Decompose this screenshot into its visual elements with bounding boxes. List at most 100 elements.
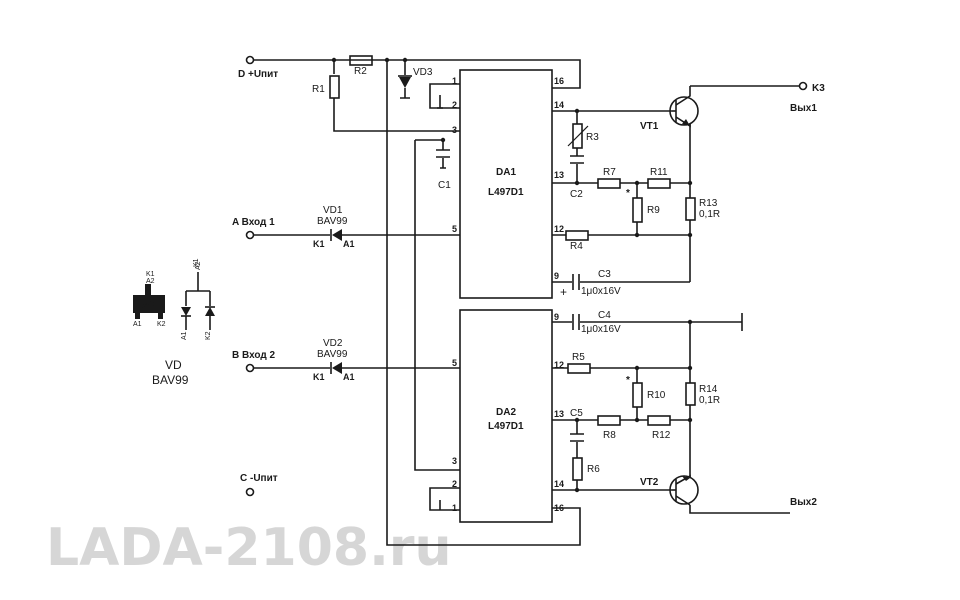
transistor-vt1-label: VT1 [640,121,659,132]
da1-pin-9: 9 [554,271,559,281]
resistor-r2 [349,55,373,66]
chip-da2-name: DA2 [496,407,516,418]
capacitor-c3 [572,274,580,290]
terminal-c-label: C -Uпит [240,473,278,484]
terminal-c[interactable] [245,487,255,497]
resistor-r9 [632,197,643,223]
bav99-schematic [181,272,215,330]
diode-vd1 [330,229,342,241]
resistor-r14-value: 0,1R [699,395,720,406]
da1-pin-3: 3 [452,125,457,135]
terminal-d-label: D +Uпит [238,69,278,80]
da2-pin-3: 3 [452,456,457,466]
resistor-r5 [567,363,591,374]
zener-vd3-label: VD3 [413,67,433,78]
capacitor-c1 [414,139,460,471]
chip-da1-name: DA1 [496,167,516,178]
terminal-d[interactable] [245,55,255,65]
bav99-sch-a1: A1 [181,331,188,340]
bav99-sch-k1: K1 [193,258,200,267]
terminal-k3-label: K3 [812,83,825,94]
capacitor-c4-value: 1μ0x16V [581,324,621,335]
resistor-r10-star: * [626,375,630,386]
junction-dots [331,57,693,493]
resistor-r8 [597,415,621,426]
resistor-r13 [685,197,696,221]
resistor-r3 [567,123,589,149]
diode-vd1-k: K1 [313,239,325,249]
watermark-text: LADA-2108.ru [46,518,452,578]
capacitor-c4 [572,314,580,330]
da2-pin-13: 13 [554,409,564,419]
output-1-label: Вых1 [790,103,817,114]
bav99-sch-a2: A2 [195,261,202,270]
diode-vd2-a: A1 [343,372,355,382]
bav99-sch-k2: K2 [205,331,212,340]
da2-pin-5: 5 [452,358,457,368]
terminal-a[interactable] [245,230,255,240]
resistor-r14 [685,382,696,406]
bav99-package [133,284,165,319]
da2-pin-2: 2 [452,479,457,489]
diode-vd1-label: VD1 [323,205,343,216]
resistor-r4 [565,230,589,241]
resistor-r9-star: * [626,188,630,199]
capacitor-c4-label: C4 [598,310,611,321]
chip-da2 [459,309,553,523]
da1-pin-13: 13 [554,170,564,180]
bav99-pin-a1: A1 [133,321,142,328]
da2-pin12-link [429,487,460,511]
capacitor-c3-plus: + [560,285,567,299]
resistor-r12 [647,415,671,426]
zener-vd3 [398,60,412,99]
da1-pin-1: 1 [452,76,457,86]
chip-da1-part: L497D1 [488,187,524,198]
capacitor-c5 [570,433,584,442]
bav99-caption-type: BAV99 [152,373,189,387]
resistor-r13-label: R13 [699,198,718,209]
da1-pin-12: 12 [554,224,564,234]
transistor-vt1 [669,85,800,128]
transistor-vt2 [669,474,699,506]
capacitor-c3-label: C3 [598,269,611,280]
resistor-r10-label: R10 [647,390,666,401]
resistor-r12-label: R12 [652,430,671,441]
resistor-r7-label: R7 [603,167,616,178]
terminal-b[interactable] [245,363,255,373]
da1-pin-2: 2 [452,100,457,110]
resistor-r2-label: R2 [354,66,367,77]
terminal-b-label: B Вход 2 [232,350,276,361]
resistor-r4-label: R4 [570,241,583,252]
da2-pin-1: 1 [452,503,457,513]
resistor-r13-value: 0,1R [699,209,720,220]
terminal-a-label: A Вход 1 [232,217,275,228]
da1-pin-16: 16 [554,76,564,86]
diode-vd1-a: A1 [343,239,355,249]
resistor-r7 [597,178,621,189]
terminal-k3[interactable] [798,81,808,91]
transistor-vt2-label: VT2 [640,477,659,488]
bav99-pin-a2: A2 [146,278,155,285]
da2-pin-9: 9 [554,312,559,322]
bav99-caption-vd: VD [165,358,182,372]
diode-vd1-type: BAV99 [317,216,348,227]
resistor-r11-label: R11 [650,167,668,178]
diode-vd2-k: K1 [313,372,325,382]
capacitor-c3-value: 1μ0x16V [581,286,621,297]
resistor-r1-label: R1 [312,84,325,95]
resistor-r5-label: R5 [572,352,585,363]
output-2-label: Вых2 [790,497,817,508]
chip-da1 [459,69,553,299]
diode-vd2 [330,362,342,374]
da1-pin-14: 14 [554,100,564,110]
resistor-r6-label: R6 [587,464,600,475]
capacitor-c2-label: C2 [570,189,583,200]
resistor-r10 [632,382,643,408]
resistor-r14-label: R14 [699,384,718,395]
capacitor-c2 [570,155,584,164]
bav99-marking: A7 [142,299,156,311]
resistor-r1 [329,75,340,99]
chip-da2-part: L497D1 [488,421,524,432]
capacitor-c1-label: C1 [438,180,451,191]
